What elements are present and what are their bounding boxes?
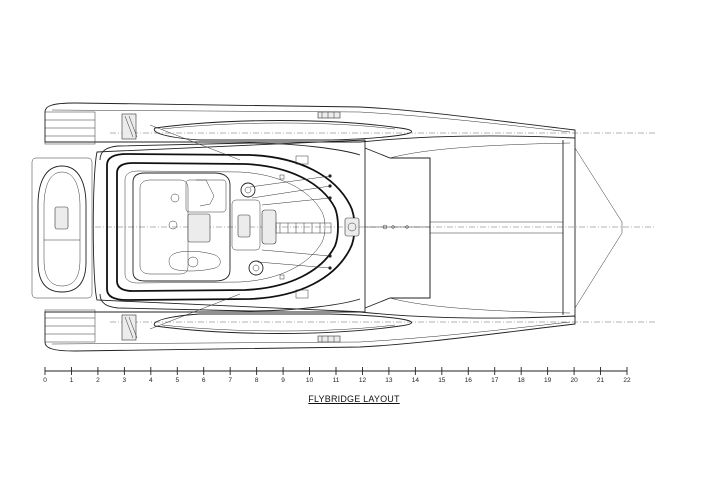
scale-tick-label: 17 — [491, 377, 499, 384]
scale-tick-label: 4 — [149, 377, 153, 384]
port-winch — [240, 182, 256, 198]
scale-tick-label: 9 — [281, 377, 285, 384]
fly-table — [187, 213, 211, 243]
scale-tick-label: 15 — [438, 377, 446, 384]
layout-title: FLYBRIDGE LAYOUT — [0, 394, 708, 404]
scale-tick-label: 14 — [412, 377, 420, 384]
scale-tick-label: 11 — [333, 377, 340, 384]
helm-station — [231, 182, 360, 276]
stern-steps — [44, 111, 96, 343]
scale-tick-label: 12 — [359, 377, 367, 384]
scale-tick-label: 3 — [123, 377, 127, 384]
scale-tick-label: 18 — [518, 377, 526, 384]
layout-title-text: FLYBRIDGE LAYOUT — [308, 394, 400, 404]
scale-tick-label: 8 — [255, 377, 259, 384]
scale-tick-label: 22 — [623, 377, 631, 384]
foredeck — [364, 138, 623, 318]
scale-tick-label: 13 — [385, 377, 393, 384]
port-hull — [44, 102, 576, 143]
scale-tick-label: 10 — [306, 377, 314, 384]
scale-tick-label: 0 — [43, 377, 47, 384]
scale-tick-label: 6 — [202, 377, 206, 384]
scale-tick-label: 20 — [570, 377, 578, 384]
scale-tick-label: 1 — [70, 377, 74, 384]
flybridge-seating — [132, 172, 231, 282]
cabin-roof — [92, 139, 366, 313]
helm-seat — [237, 214, 251, 238]
starboard-vent — [317, 335, 341, 343]
starboard-winch — [248, 260, 264, 276]
scale-tick-label: 7 — [228, 377, 232, 384]
mast-base — [344, 217, 360, 237]
starboard-hull — [44, 311, 576, 352]
helm-console — [261, 209, 277, 245]
scale-tick-label: 19 — [544, 377, 552, 384]
scale-tick-label: 5 — [175, 377, 179, 384]
scale-tick-label: 2 — [96, 377, 100, 384]
outboard-engine — [54, 206, 69, 230]
annotation-leaders — [149, 124, 332, 330]
scale-tick-label: 16 — [465, 377, 473, 384]
center-lines — [95, 132, 655, 323]
scale-tick-label: 21 — [597, 377, 605, 384]
port-vent — [317, 111, 341, 119]
tender-dinghy — [31, 157, 93, 299]
